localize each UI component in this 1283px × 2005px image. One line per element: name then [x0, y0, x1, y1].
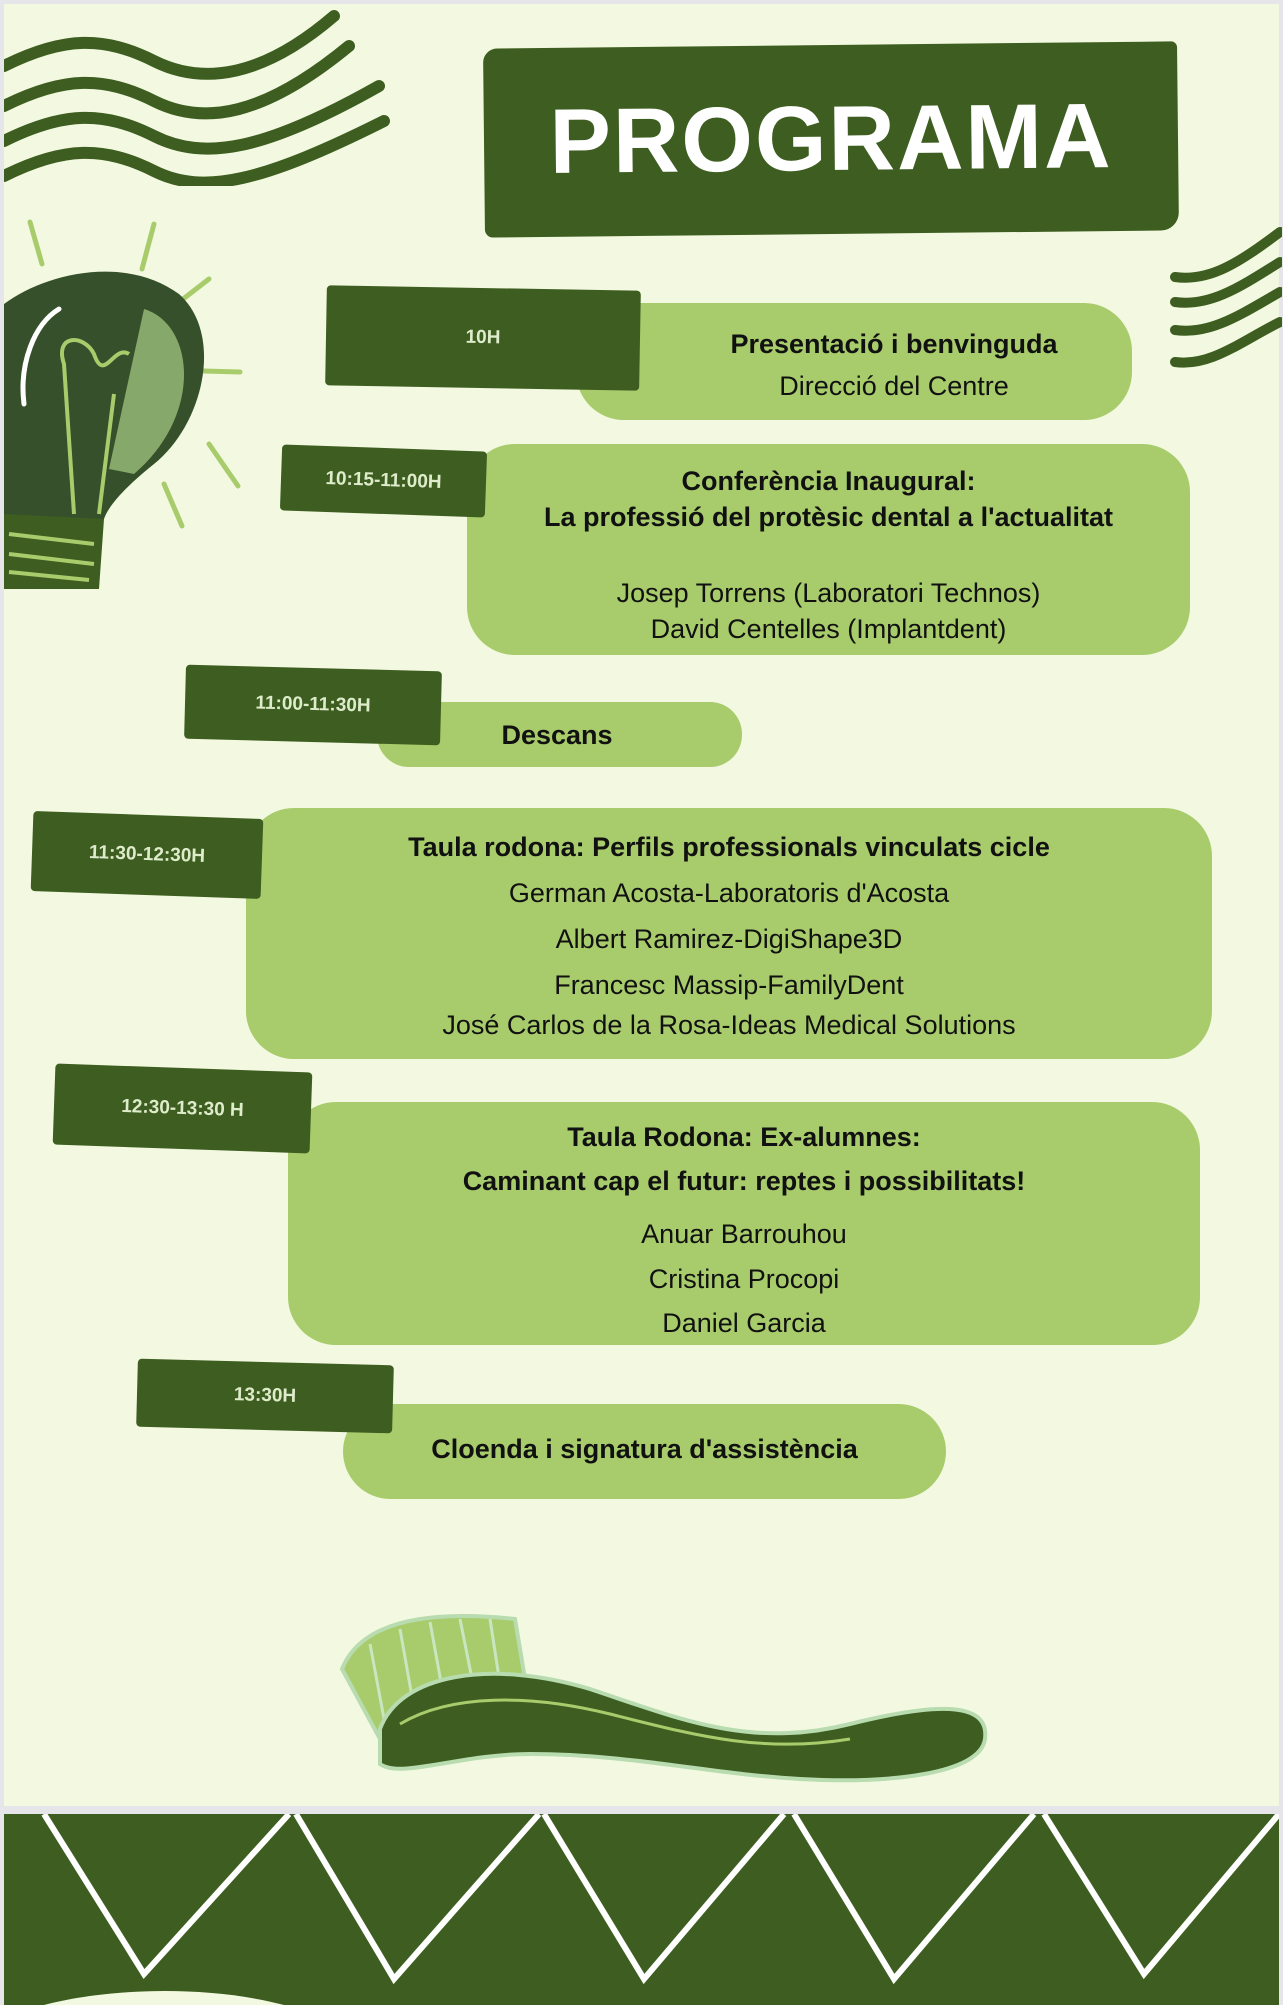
session-speaker: José Carlos de la Rosa-Ideas Medical Sol…: [442, 1010, 1016, 1040]
session-speaker: Cristina Procopi: [648, 1264, 840, 1294]
wave-decoration-icon: [4, 10, 390, 186]
session-card: Conferència Inaugural: La professió del …: [467, 444, 1190, 655]
title-banner: PROGRAMA: [483, 41, 1179, 238]
session-speaker: David Centelles (Implantdent): [650, 614, 1007, 644]
session-title: Taula rodona: Perfils professionals vinc…: [408, 832, 1050, 862]
lightbulb-icon: [4, 219, 243, 589]
session-time: 10:15-11:00H: [325, 467, 442, 494]
session-speaker: Direcció del Centre: [779, 371, 1009, 401]
session-title: Presentació i benvinguda: [730, 329, 1058, 359]
bunting-decoration-icon: [41, 1814, 1279, 2005]
session-speaker: German Acosta-Laboratoris d'Acosta: [508, 878, 950, 908]
session-time-tag: 13:30H: [136, 1358, 394, 1434]
session-time-tag: 10:15-11:00H: [279, 444, 488, 518]
page-title: PROGRAMA: [549, 85, 1113, 193]
session-title: Descans: [501, 720, 613, 750]
session-card: Taula Rodona: Ex-alumnes: Caminant cap e…: [288, 1102, 1200, 1345]
session-title: Taula Rodona: Ex-alumnes:: [567, 1122, 921, 1152]
session-card: Taula rodona: Perfils professionals vinc…: [246, 808, 1212, 1059]
session-speaker: Francesc Massip-FamilyDent: [554, 970, 904, 1000]
wave-decoration-icon: [1170, 227, 1282, 368]
session-time: 11:30-12:30H: [88, 841, 206, 868]
session-time: 10H: [465, 326, 501, 349]
session-time: 11:00-11:30H: [255, 692, 371, 717]
session-time-tag: 11:00-11:30H: [184, 664, 442, 746]
dental-brush-icon: [339, 1614, 988, 1783]
session-subtitle: Caminant cap el futur: reptes i possibil…: [462, 1166, 1026, 1196]
bottom-bunting-banner: [4, 1814, 1279, 2005]
session-title: Conferència Inaugural:: [681, 466, 976, 496]
session-title: Cloenda i signatura d'assistència: [431, 1434, 858, 1464]
session-speaker: Anuar Barrouhou: [641, 1219, 847, 1249]
session-time-tag: 10H: [325, 285, 641, 391]
session-subtitle: La professió del protèsic dental a l'act…: [543, 502, 1114, 532]
session-speaker: Josep Torrens (Laboratori Technos): [616, 578, 1041, 608]
session-speaker: Daniel Garcia: [662, 1308, 826, 1338]
session-card: Presentació i benvinguda Direcció del Ce…: [576, 303, 1132, 420]
session-speaker: Albert Ramirez-DigiShape3D: [555, 924, 903, 954]
session-time-tag: 12:30-13:30 H: [52, 1063, 313, 1154]
session-time: 12:30-13:30 H: [120, 1095, 245, 1121]
session-time: 13:30H: [233, 1384, 297, 1407]
session-time-tag: 11:30-12:30H: [30, 811, 264, 899]
session-card: Cloenda i signatura d'assistència: [343, 1404, 946, 1499]
poster-page: PROGRAMA 10H Presentació i benvinguda Di…: [4, 4, 1282, 1806]
